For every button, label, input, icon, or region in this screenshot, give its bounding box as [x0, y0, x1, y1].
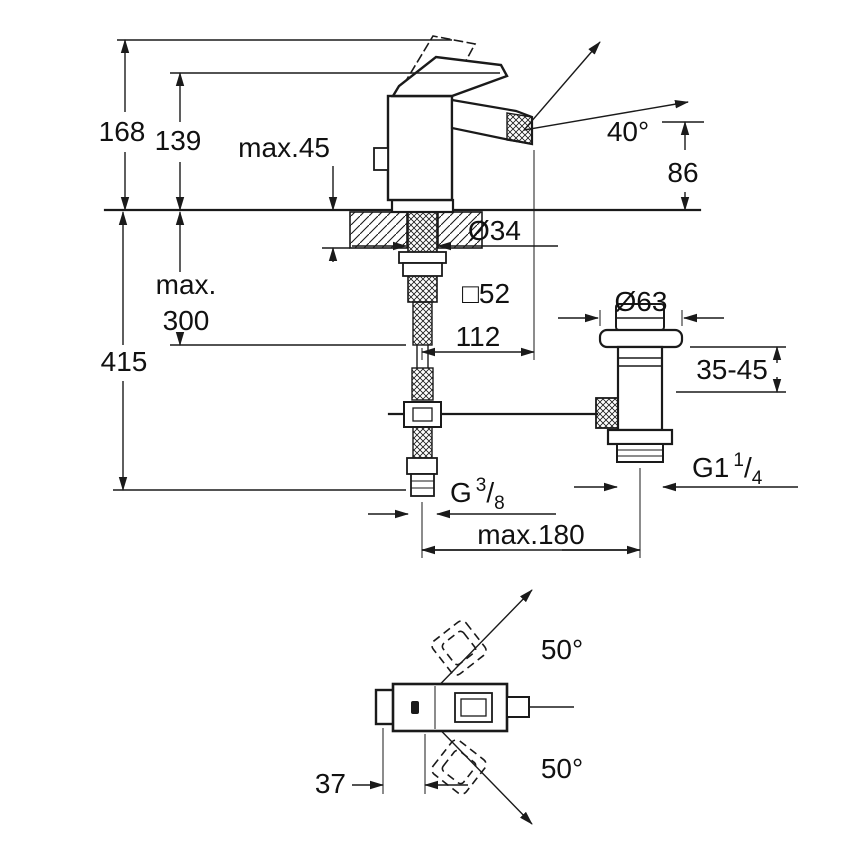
spout-end-top-view: [506, 696, 530, 718]
deck-hatch-left: [349, 211, 408, 249]
lever-end-top-view: [374, 688, 396, 726]
waste-rod-knob: [595, 397, 619, 429]
lever-slot: [411, 701, 419, 714]
faucet-side-view: [373, 35, 534, 214]
dim-label-square52: □52: [462, 278, 510, 309]
dim-label-112: 112: [456, 321, 501, 352]
popup-waste-assembly: [595, 303, 684, 463]
mounting-nut: [402, 262, 443, 277]
dim-label-168: 168: [99, 116, 146, 147]
dim-415: 415: [101, 211, 406, 491]
dim-35-45: 35-45: [676, 346, 786, 393]
dim-label-40deg: 40°: [607, 116, 649, 147]
mounting-deck: [103, 208, 702, 249]
base-plate: [390, 198, 455, 214]
dim-168: 168: [99, 39, 452, 211]
dim-spray-angle: 40°: [523, 41, 689, 147]
dim-86: 86: [662, 121, 704, 211]
dim-label-max180: max.180: [477, 519, 584, 550]
dim-dia34: Ø34: [352, 215, 558, 251]
dim-label-300: 300: [163, 305, 210, 336]
dim-max180: max.180: [421, 468, 641, 558]
dim-label-139: 139: [155, 125, 202, 156]
dim-max300: max. 300: [156, 211, 406, 346]
hose-connector-nut: [410, 473, 435, 497]
dim-139: 139: [155, 72, 500, 211]
popup-knob: [373, 147, 389, 171]
dim-label-50deg-lower: 50°: [541, 753, 583, 784]
dim-37: 37: [315, 728, 468, 799]
dim-max45: max.45: [238, 132, 350, 262]
flexible-hose-upper: [412, 301, 433, 346]
dim-label-max45: max.45: [238, 132, 330, 163]
waste-body: [616, 345, 664, 432]
flexible-hose-mid: [411, 367, 434, 401]
dim-label-dia63: Ø63: [615, 286, 668, 317]
waste-flange: [598, 328, 684, 349]
dim-label-35-45: 35-45: [696, 354, 768, 385]
mousseur: [506, 112, 533, 145]
dim-dia63: Ø63: [558, 286, 724, 326]
washer: [398, 251, 447, 264]
lever-position-lower-outline: [431, 739, 487, 795]
dim-label-37: 37: [315, 768, 346, 799]
dim-label-dia34: Ø34: [468, 215, 521, 246]
faucet-body: [386, 94, 454, 202]
lever-handle: [390, 55, 509, 98]
dim-label-86: 86: [667, 157, 698, 188]
hose-connector-body: [406, 457, 438, 475]
faucet-top-view: 50° 50°: [374, 589, 583, 825]
lever-position-upper-outline: [431, 620, 487, 676]
dim-label-415: 415: [101, 346, 148, 377]
dim-112: 112: [421, 150, 535, 360]
waste-tailpiece: [616, 443, 664, 463]
flexible-hose-lower: [412, 426, 433, 459]
waste-lower-flange: [606, 428, 674, 446]
dim-label-max: max.: [156, 269, 217, 300]
dim-label-50deg-upper: 50°: [541, 634, 583, 665]
dim-square52: □52: [462, 278, 510, 309]
faucet-underdeck-assembly: [387, 211, 599, 497]
